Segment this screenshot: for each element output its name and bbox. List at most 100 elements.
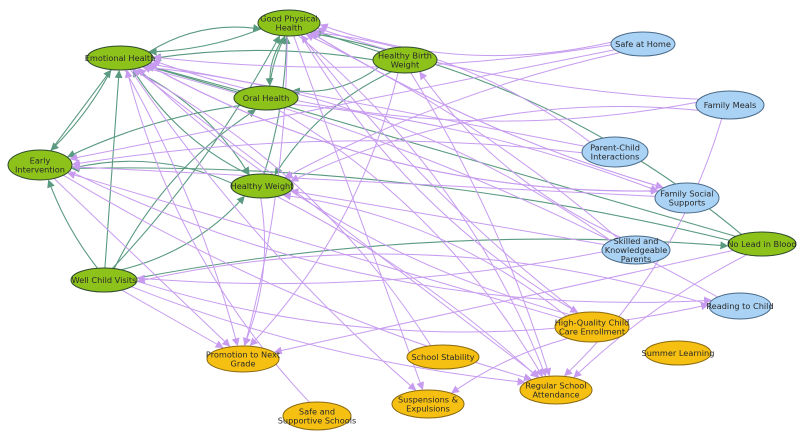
edge-healthy-weight-to-emotional-health [132, 68, 251, 176]
node-label-good-physical-health-0: Good Physical [260, 14, 317, 24]
node-oral-health[interactable]: Oral Health [233, 85, 299, 111]
node-label-parent-child-interactions-0: Parent-Child [590, 143, 640, 153]
node-family-meals[interactable]: Family Meals [695, 90, 765, 120]
node-label-early-intervention-0: Early [30, 156, 51, 166]
edge-healthy-birth-weight-to-promotion-to-next-grade [249, 72, 399, 347]
node-label-skilled-knowledgeable-parents-2: Parents [621, 254, 651, 264]
node-label-healthy-birth-weight-0: Healthy Birth [378, 51, 432, 61]
node-emotional-health[interactable]: Emotional Health [85, 45, 156, 71]
edge-reading-to-child-to-well-child-visits [136, 253, 710, 306]
node-label-summer-learning-0: Summer Learning [642, 348, 715, 358]
edge-skilled-knowledgeable-parents-to-emotional-health [143, 63, 612, 242]
edge-early-intervention-to-emotional-health [50, 69, 112, 152]
edge-early-intervention-to-promotion-to-next-grade [53, 178, 231, 347]
node-label-regular-school-attendance-0: Regular School [525, 381, 586, 391]
edge-healthy-birth-weight-to-healthy-weight [274, 71, 392, 176]
edge-well-child-visits-to-healthy-weight [121, 195, 245, 271]
node-shape-healthy-birth-weight [372, 46, 438, 74]
edge-family-meals-to-good-physical-health [317, 26, 700, 100]
node-healthy-weight[interactable]: Healthy Weight [230, 173, 295, 199]
node-shape-safe-supportive-schools [282, 401, 352, 431]
edge-no-lead-in-blood-to-early-intervention [71, 164, 730, 241]
edge-well-child-visits-to-regular-school-attendance [131, 286, 526, 386]
node-label-promotion-to-next-grade-1: Grade [231, 359, 256, 369]
node-well-child-visits[interactable]: Well Child Visits [70, 267, 138, 293]
edge-emotional-health-to-good-physical-health [148, 24, 262, 53]
edge-safe-at-home-to-healthy-weight [284, 52, 621, 178]
node-shape-family-social-supports [654, 182, 720, 214]
node-safe-at-home[interactable]: Safe at Home [610, 31, 676, 57]
node-shape-emotional-health [86, 45, 154, 71]
edge-good-physical-health-to-suspensions-expulsions [293, 35, 424, 391]
edge-good-physical-health-to-oral-health [265, 35, 286, 87]
node-shape-healthy-weight [230, 173, 294, 199]
edge-family-meals-to-emotional-health [152, 59, 697, 122]
node-shape-skilled-knowledgeable-parents [601, 235, 671, 265]
edge-well-child-visits-to-promotion-to-next-grade [121, 289, 224, 348]
node-shape-high-quality-child-care [554, 311, 630, 343]
node-shape-early-intervention [7, 149, 73, 181]
edge-emotional-health-to-family-social-supports [147, 64, 659, 195]
edges-layer [47, 23, 748, 403]
node-label-high-quality-child-care-1: Care Enrollment [559, 327, 626, 337]
node-suspensions-expulsions[interactable]: Suspensions &Expulsions [391, 389, 465, 419]
edge-high-quality-child-care-to-early-intervention [67, 171, 563, 319]
node-label-regular-school-attendance-1: Attendance [532, 390, 579, 400]
edge-well-child-visits-to-good-physical-health [111, 35, 280, 269]
node-label-family-social-supports-1: Supports [669, 198, 706, 208]
node-label-oral-health-0: Oral Health [243, 93, 290, 103]
edge-high-quality-child-care-to-good-physical-health [301, 34, 579, 314]
edge-healthy-birth-weight-to-oral-health [291, 66, 379, 96]
edge-good-physical-health-to-emotional-health [148, 28, 262, 56]
edge-family-meals-to-healthy-weight [290, 106, 699, 182]
node-label-suspensions-expulsions-1: Expulsions [406, 404, 450, 414]
edge-skilled-knowledgeable-parents-to-good-physical-health [305, 33, 619, 239]
edge-emotional-health-to-suspensions-expulsions [129, 69, 417, 391]
node-reading-to-child[interactable]: Reading to Child [706, 292, 774, 320]
node-label-skilled-knowledgeable-parents-1: Knowledgeable [605, 245, 668, 255]
edge-safe-at-home-to-good-physical-health [319, 23, 612, 57]
node-label-no-lead-in-blood-0: No Lead in Blood [727, 239, 796, 249]
edge-healthy-weight-to-regular-school-attendance [276, 196, 539, 378]
edge-good-physical-health-to-high-quality-child-care [300, 34, 579, 313]
node-summer-learning[interactable]: Summer Learning [642, 340, 715, 366]
edge-safe-at-home-to-early-intervention [69, 49, 615, 162]
edge-no-lead-in-blood-to-promotion-to-next-grade [273, 249, 734, 355]
node-label-reading-to-child-0: Reading to Child [706, 301, 773, 311]
edge-emotional-health-to-promotion-to-next-grade [124, 69, 240, 347]
node-label-family-meals-0: Family Meals [704, 100, 757, 110]
node-shape-well-child-visits [70, 267, 138, 293]
edge-oral-health-to-family-social-supports [292, 103, 659, 193]
edge-emotional-health-to-early-intervention [50, 69, 112, 151]
edge-parent-child-interactions-to-good-physical-health [311, 29, 591, 143]
node-shape-suspensions-expulsions [391, 389, 465, 419]
edge-emotional-health-to-regular-school-attendance [133, 68, 540, 378]
node-label-promotion-to-next-grade-0: Promotion to Next [206, 350, 281, 360]
node-label-safe-at-home-0: Safe at Home [615, 39, 671, 49]
node-shape-oral-health [233, 85, 299, 111]
node-label-family-social-supports-0: Family Social [660, 189, 713, 199]
edge-good-physical-health-to-family-social-supports [310, 31, 664, 190]
edge-healthy-birth-weight-to-emotional-health [153, 49, 374, 62]
node-no-lead-in-blood[interactable]: No Lead in Blood [727, 231, 797, 257]
node-shape-safe-at-home [610, 31, 676, 57]
edge-high-quality-child-care-to-emotional-health [137, 67, 571, 316]
node-label-well-child-visits-0: Well Child Visits [72, 275, 137, 285]
edge-well-child-visits-to-emotional-health [104, 70, 123, 269]
node-label-skilled-knowledgeable-parents-0: Skilled and [613, 236, 658, 246]
edge-skilled-knowledgeable-parents-to-well-child-visits [136, 251, 603, 285]
node-shape-school-stability [406, 344, 480, 370]
node-school-stability[interactable]: School Stability [406, 344, 480, 370]
